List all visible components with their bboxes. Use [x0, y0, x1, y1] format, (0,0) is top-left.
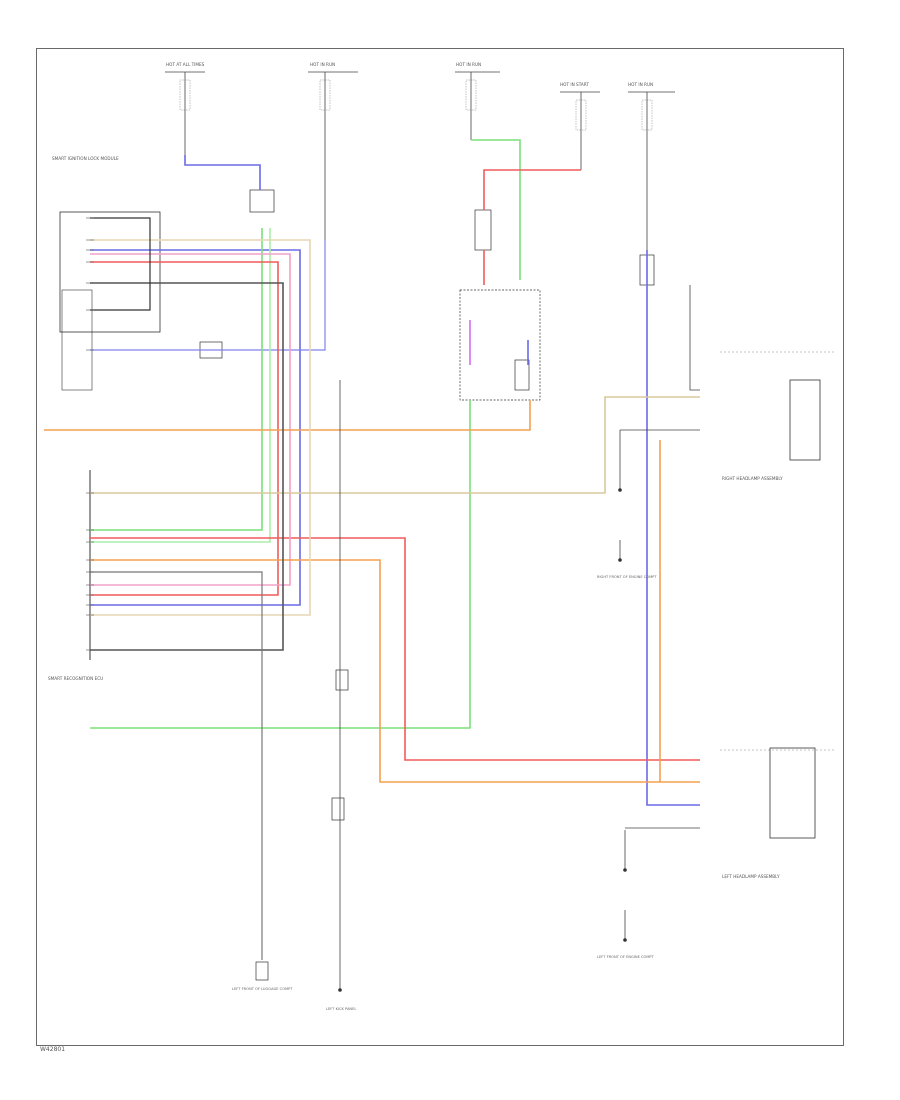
wire-green-1	[471, 139, 521, 280]
diagram-frame	[36, 48, 844, 1046]
wire-black-1	[90, 217, 151, 311]
wire-green-4	[90, 228, 271, 543]
fuse-label-2: HOT IN RUN	[310, 62, 335, 67]
wire-red-4	[90, 537, 700, 761]
wire-tan-1	[90, 239, 311, 616]
switch-assembly	[459, 289, 541, 401]
ground-label-1: RIGHT FRONT OF ENGINE COMPT	[597, 575, 657, 579]
fuse-label-4: HOT IN START	[560, 82, 589, 87]
ground-dot-5	[623, 938, 627, 942]
wire-blue-right	[646, 250, 700, 806]
fuse-label-3: HOT IN RUN	[456, 62, 481, 67]
wire-pink-1	[90, 253, 291, 586]
left-module-title: SMART IGNITION LOCK MODULE	[52, 156, 119, 161]
fuse-label-5: HOT IN RUN	[628, 82, 653, 87]
fuse-label-1: HOT AT ALL TIMES	[166, 62, 205, 67]
wire-red-3	[90, 261, 279, 596]
wire-green-3	[90, 228, 263, 531]
ground-box	[255, 961, 269, 981]
relay-box-1	[249, 189, 275, 213]
wire-blue-1	[184, 155, 261, 190]
wire-orange-1	[44, 400, 531, 431]
corner-tag: W42801	[40, 1046, 66, 1053]
fuse-header-2: HOT IN RUN	[308, 62, 358, 240]
smart-recognition-ecu: SMART RECOGNITION ECU	[48, 470, 103, 681]
ecu-pin-ticks	[86, 217, 94, 651]
connector-box-1	[335, 669, 349, 691]
ground-label-4: LEFT FRONT OF LUGGAGE COMPT	[232, 987, 293, 991]
ground-label-2: LEFT FRONT OF ENGINE COMPT	[597, 955, 655, 959]
ground-dot-3	[338, 988, 342, 992]
wire-green-2	[90, 400, 471, 729]
left-headlamp-label: LEFT HEADLAMP ASSEMBLY	[722, 874, 780, 879]
wire-tan-2	[90, 396, 700, 494]
wire-blue-3	[90, 240, 326, 351]
wire-blue-2	[90, 249, 301, 606]
wire-gray-2	[90, 571, 263, 960]
ground-dot-1	[618, 488, 622, 492]
relay-box-2	[474, 209, 492, 251]
ground-dot-2	[618, 558, 622, 562]
colored-wires	[44, 139, 700, 960]
fuse-header-5: HOT IN RUN	[628, 82, 675, 250]
right-headlamp-assembly: RIGHT HEADLAMP ASSEMBLY	[720, 351, 835, 481]
switch-box	[514, 359, 530, 391]
ground-dot-4	[623, 868, 627, 872]
lower-module-title: SMART RECOGNITION ECU	[48, 676, 103, 681]
fuse-header-4: HOT IN START	[560, 82, 600, 170]
wire-orange-2	[90, 559, 700, 783]
ground-points: RIGHT FRONT OF ENGINE COMPT LEFT FRONT O…	[232, 488, 657, 1011]
fuse-header-3: HOT IN RUN	[455, 62, 500, 140]
wire-gray-1	[90, 282, 284, 651]
fuse-header-1: HOT AT ALL TIMES	[165, 62, 205, 155]
smart-ignition-lock-module: SMART IGNITION LOCK MODULE	[52, 156, 161, 391]
left-headlamp-assembly: LEFT HEADLAMP ASSEMBLY	[720, 747, 835, 879]
thin-wires	[339, 285, 700, 990]
wire-red-1	[483, 169, 581, 210]
ground-label-3: LEFT KICK PANEL	[326, 1007, 356, 1011]
connector-box-2	[331, 797, 345, 821]
right-headlamp-label: RIGHT HEADLAMP ASSEMBLY	[722, 476, 783, 481]
